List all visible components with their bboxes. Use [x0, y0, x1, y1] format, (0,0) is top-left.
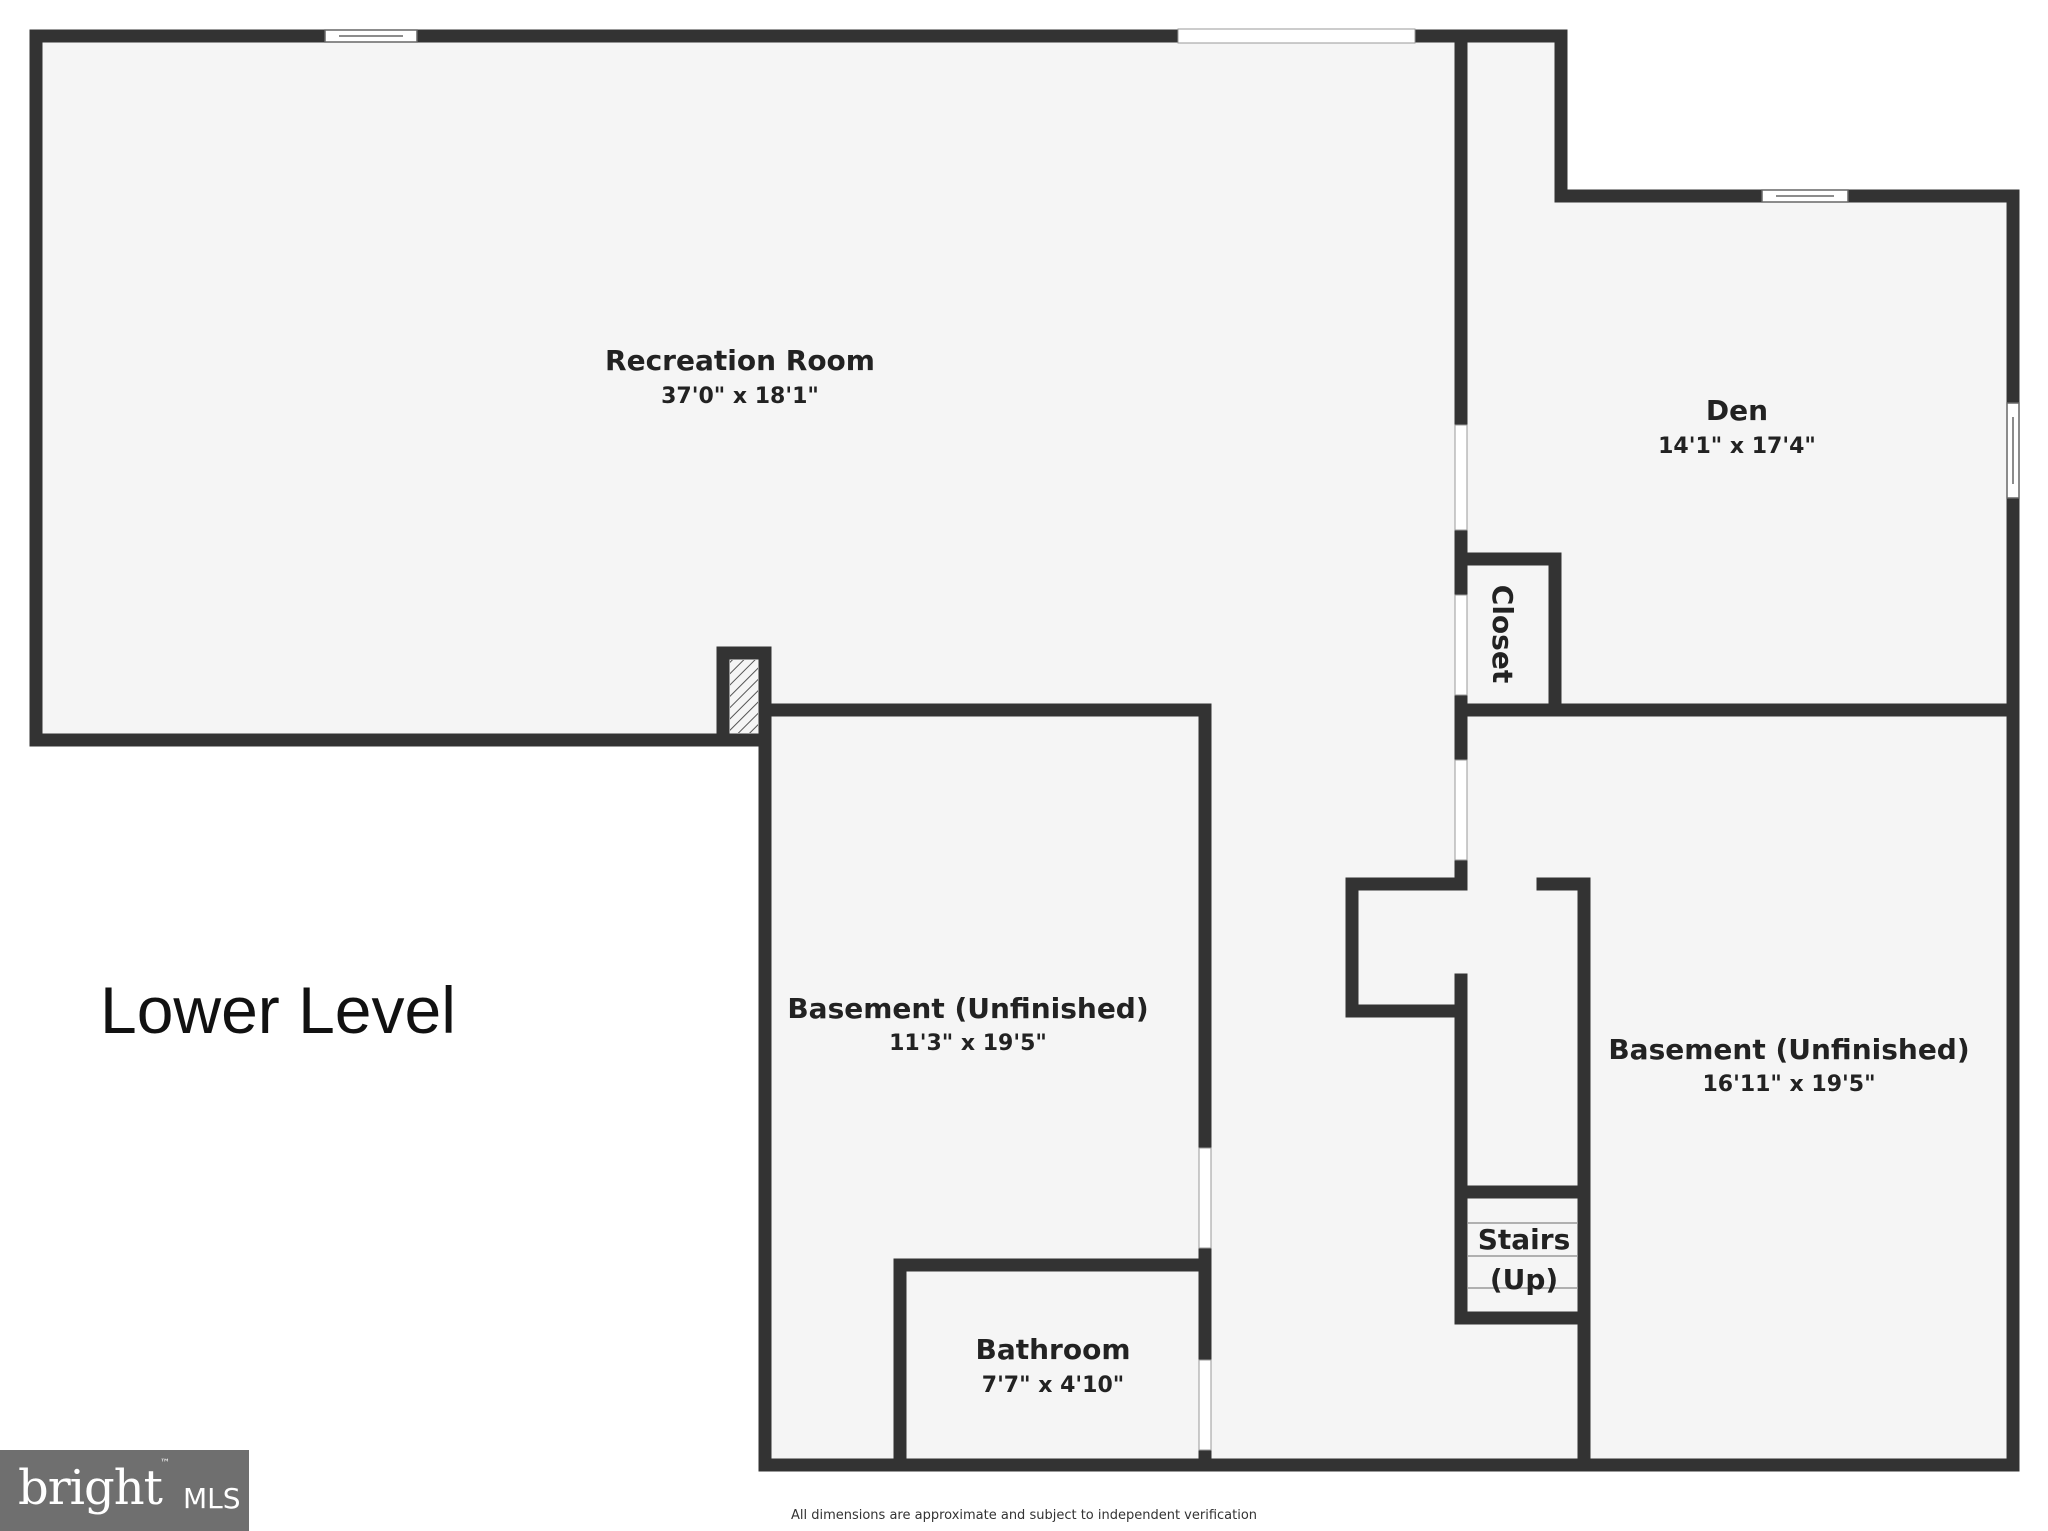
den-dims: 14'1" x 17'4" [1658, 434, 1816, 459]
den-label: Den [1706, 394, 1768, 427]
logo-trademark: ™ [160, 1458, 170, 1469]
basement-left-dims: 11'3" x 19'5" [889, 1031, 1047, 1056]
bright-mls-logo: bright ™ MLS [0, 1450, 249, 1531]
bathroom-label: Bathroom [975, 1333, 1130, 1366]
stairs-label: Stairs [1478, 1223, 1571, 1256]
stairs-direction-label: (Up) [1490, 1263, 1558, 1296]
bathroom-dims: 7'7" x 4'10" [982, 1373, 1124, 1398]
logo-suffix: MLS [183, 1482, 241, 1515]
disclaimer: All dimensions are approximate and subje… [790, 1508, 1258, 1523]
walls [29, 29, 2020, 1472]
floor-fills [36, 36, 2006, 1460]
closet-label: Closet [1486, 585, 1519, 683]
openings [1177, 28, 1468, 1451]
stair-treads [1468, 1222, 1578, 1289]
basement-right-label: Basement (Unfinished) [1608, 1033, 1969, 1066]
recreation-room-label: Recreation Room [605, 344, 875, 377]
logo-brand: bright [18, 1460, 163, 1516]
level-title: Lower Level [100, 973, 456, 1047]
basement-right-dims: 16'11" x 19'5" [1702, 1072, 1875, 1097]
windows [324, 29, 2020, 499]
chimney-hatch [730, 660, 758, 733]
basement-left-label: Basement (Unfinished) [787, 992, 1148, 1025]
recreation-room-dims: 37'0" x 18'1" [661, 384, 819, 409]
